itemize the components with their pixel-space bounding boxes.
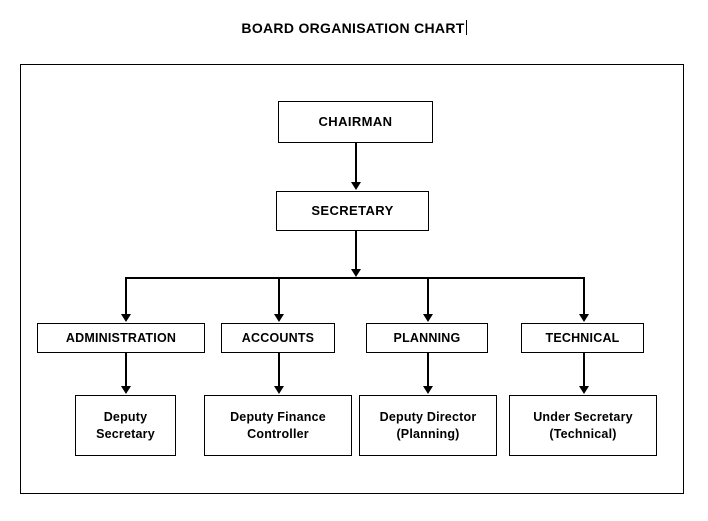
arrowhead-administration [121, 314, 131, 322]
connector-bus-accounts [278, 277, 280, 315]
connector-bus-horizontal [125, 277, 584, 279]
page-title: BOARD ORGANISATION CHART [0, 20, 708, 36]
node-deputy-director-planning-label: Deputy Director (Planning) [380, 409, 477, 443]
node-planning-label: PLANNING [393, 330, 461, 345]
node-deputy-secretary-line2: Secretary [96, 426, 155, 441]
node-secretary-label: SECRETARY [311, 203, 394, 219]
node-under-secretary-technical-label: Under Secretary (Technical) [533, 409, 633, 443]
node-administration[interactable]: ADMINISTRATION [37, 323, 205, 353]
connector-bus-planning [427, 277, 429, 315]
node-deputy-secretary[interactable]: Deputy Secretary [75, 395, 176, 456]
arrowhead-under-secretary [579, 386, 589, 394]
node-planning[interactable]: PLANNING [366, 323, 488, 353]
node-technical-label: TECHNICAL [545, 330, 620, 345]
node-deputy-secretary-label: Deputy Secretary [96, 409, 155, 443]
node-under-secretary-technical[interactable]: Under Secretary (Technical) [509, 395, 657, 456]
node-under-secretary-technical-line1: Under Secretary [533, 409, 633, 424]
connector-secretary-bus [355, 231, 357, 271]
node-accounts-label: ACCOUNTS [241, 330, 315, 345]
arrowhead-bus [351, 269, 361, 277]
arrowhead-deputy-secretary [121, 386, 131, 394]
node-secretary[interactable]: SECRETARY [276, 191, 429, 231]
page-title-text: BOARD ORGANISATION CHART [241, 20, 465, 36]
connector-bus-technical [583, 277, 585, 315]
node-deputy-finance-controller-line2: Controller [247, 426, 309, 441]
connector-accounts-deputy-finance-controller [278, 353, 280, 387]
connector-planning-deputy-director [427, 353, 429, 387]
arrowhead-secretary [351, 182, 361, 190]
node-deputy-director-planning[interactable]: Deputy Director (Planning) [359, 395, 497, 456]
connector-chairman-secretary [355, 143, 357, 183]
chart-frame: CHAIRMAN SECRETARY ADMINISTRATION ACCOUN… [20, 64, 684, 494]
node-deputy-director-planning-line2: (Planning) [396, 426, 460, 441]
node-deputy-finance-controller-line1: Deputy Finance [230, 409, 326, 424]
node-under-secretary-technical-line2: (Technical) [549, 426, 617, 441]
arrowhead-technical [579, 314, 589, 322]
node-deputy-finance-controller-label: Deputy Finance Controller [230, 409, 326, 443]
node-deputy-finance-controller[interactable]: Deputy Finance Controller [204, 395, 352, 456]
arrowhead-deputy-finance-controller [274, 386, 284, 394]
text-cursor [465, 20, 467, 35]
node-deputy-secretary-line1: Deputy [103, 409, 148, 424]
connector-administration-deputy-secretary [125, 353, 127, 387]
node-deputy-director-planning-line1: Deputy Director [379, 409, 477, 424]
node-chairman[interactable]: CHAIRMAN [278, 101, 433, 143]
arrowhead-accounts [274, 314, 284, 322]
node-administration-label: ADMINISTRATION [65, 330, 177, 345]
connector-technical-under-secretary [583, 353, 585, 387]
node-chairman-label: CHAIRMAN [318, 114, 393, 130]
arrowhead-planning [423, 314, 433, 322]
node-technical[interactable]: TECHNICAL [521, 323, 644, 353]
arrowhead-deputy-director [423, 386, 433, 394]
connector-bus-administration [125, 277, 127, 315]
node-accounts[interactable]: ACCOUNTS [221, 323, 335, 353]
